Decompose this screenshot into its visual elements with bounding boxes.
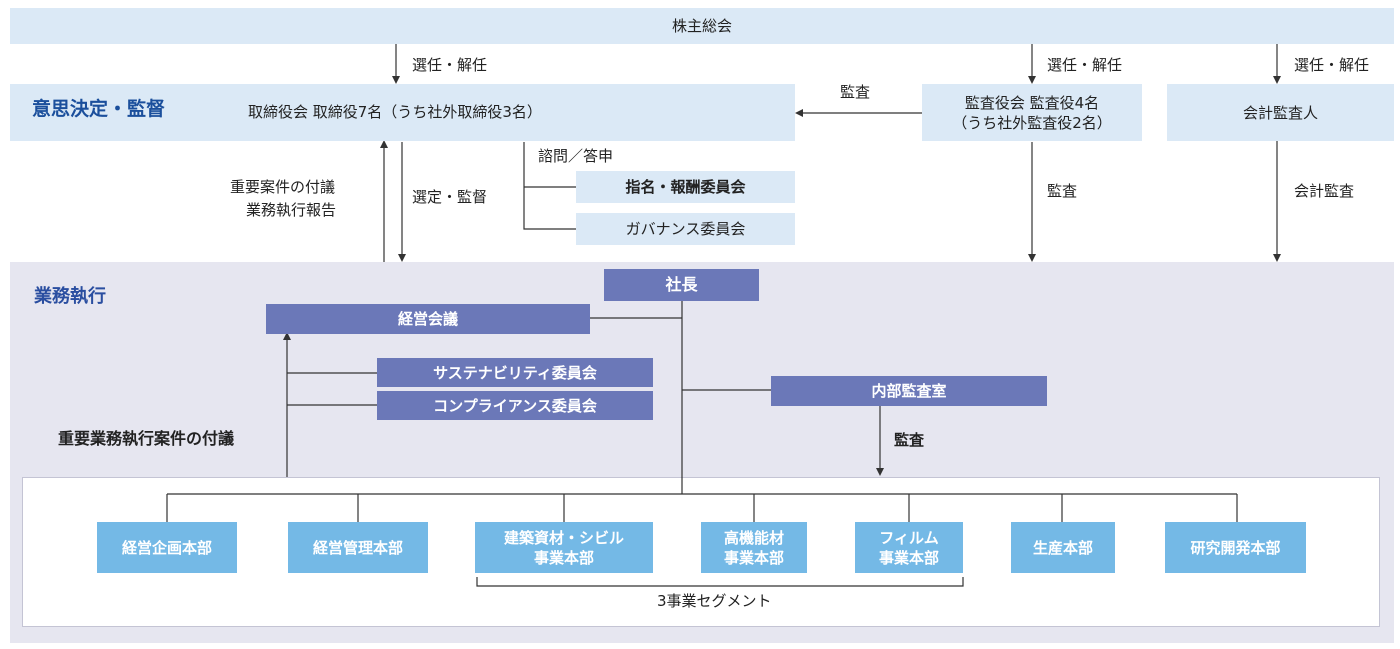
department-label-line1: 建築資材・シビル: [503, 528, 624, 547]
department-label-line2: 事業本部: [878, 548, 939, 567]
report-label-line2: 業務執行報告: [246, 201, 337, 219]
sustainability-committee: サステナビリティ委員会: [377, 358, 653, 387]
department-box: 研究開発本部: [1165, 522, 1306, 573]
department-label-line1: 研究開発本部: [1190, 538, 1281, 557]
exec-proposal-label: 重要業務執行案件の付議: [58, 429, 235, 448]
elect-dismiss-label-board: 選任・解任: [412, 56, 488, 74]
department-label-line2: 事業本部: [723, 548, 784, 567]
consult-reply-label: 諮問／答申: [538, 147, 614, 165]
president-label: 社長: [665, 275, 698, 294]
accounting-auditor-label: 会計監査人: [1242, 103, 1318, 122]
audit-board-line1: 監査役会 監査役4名: [964, 93, 1100, 112]
department-box: 生産本部: [1011, 522, 1115, 573]
department-label-line2: 事業本部: [533, 548, 594, 567]
accounting-auditor: 会計監査人: [1167, 84, 1394, 141]
audit-label-audit-board: 監査: [1047, 182, 1078, 200]
nomination-compensation-committee: 指名・報酬委員会: [576, 171, 795, 203]
department-box: フィルム 事業本部: [855, 522, 963, 573]
compliance-committee: コンプライアンス委員会: [377, 391, 653, 420]
president: 社長: [604, 269, 759, 301]
internal-audit-label: 内部監査室: [871, 382, 947, 400]
internal-audit-arrow-label: 監査: [894, 431, 925, 449]
department-box: 建築資材・シビル 事業本部: [475, 522, 653, 573]
department-label-line1: 生産本部: [1032, 538, 1093, 557]
audit-arrow-label: 監査: [840, 83, 871, 101]
department-box: 高機能材 事業本部: [701, 522, 807, 573]
nomination-committee-label: 指名・報酬委員会: [625, 178, 746, 196]
department-label-line1: フィルム: [879, 528, 939, 547]
audit-board-line2: （うち社外監査役2名）: [952, 113, 1112, 132]
shareholders-label: 株主総会: [671, 17, 732, 35]
shareholders-meeting: 株主総会: [10, 8, 1394, 44]
department-label-line1: 経営企画本部: [121, 538, 212, 557]
accounting-audit-label: 会計監査: [1294, 182, 1355, 200]
sustainability-committee-label: サステナビリティ委員会: [433, 363, 597, 382]
department-label-line1: 経営管理本部: [312, 538, 403, 557]
department-box: 経営管理本部: [288, 522, 428, 573]
elect-dismiss-label-audit-board: 選任・解任: [1047, 56, 1123, 74]
management-meeting: 経営会議: [266, 304, 590, 334]
department-box: 経営企画本部: [97, 522, 237, 573]
department-label-line1: 高機能材: [723, 528, 784, 547]
governance-committee: ガバナンス委員会: [576, 213, 795, 245]
elect-dismiss-label-accounting-auditor: 選任・解任: [1294, 56, 1370, 74]
board-label: 取締役会 取締役7名（うち社外取締役3名）: [248, 103, 542, 121]
segments-label: 3事業セグメント: [657, 592, 772, 610]
audit-board: 監査役会 監査役4名 （うち社外監査役2名）: [922, 84, 1142, 141]
select-supervise-label: 選定・監督: [412, 188, 488, 206]
management-meeting-label: 経営会議: [397, 310, 458, 328]
report-label-line1: 重要案件の付議: [230, 178, 336, 196]
governance-section-title: 意思決定・監督: [32, 98, 166, 120]
compliance-committee-label: コンプライアンス委員会: [433, 396, 597, 415]
internal-audit-office: 内部監査室: [771, 376, 1047, 406]
board-of-directors: 意思決定・監督 取締役会 取締役7名（うち社外取締役3名）: [10, 84, 795, 141]
execution-section-title: 業務執行: [34, 286, 106, 307]
governance-committee-label: ガバナンス委員会: [625, 220, 746, 238]
